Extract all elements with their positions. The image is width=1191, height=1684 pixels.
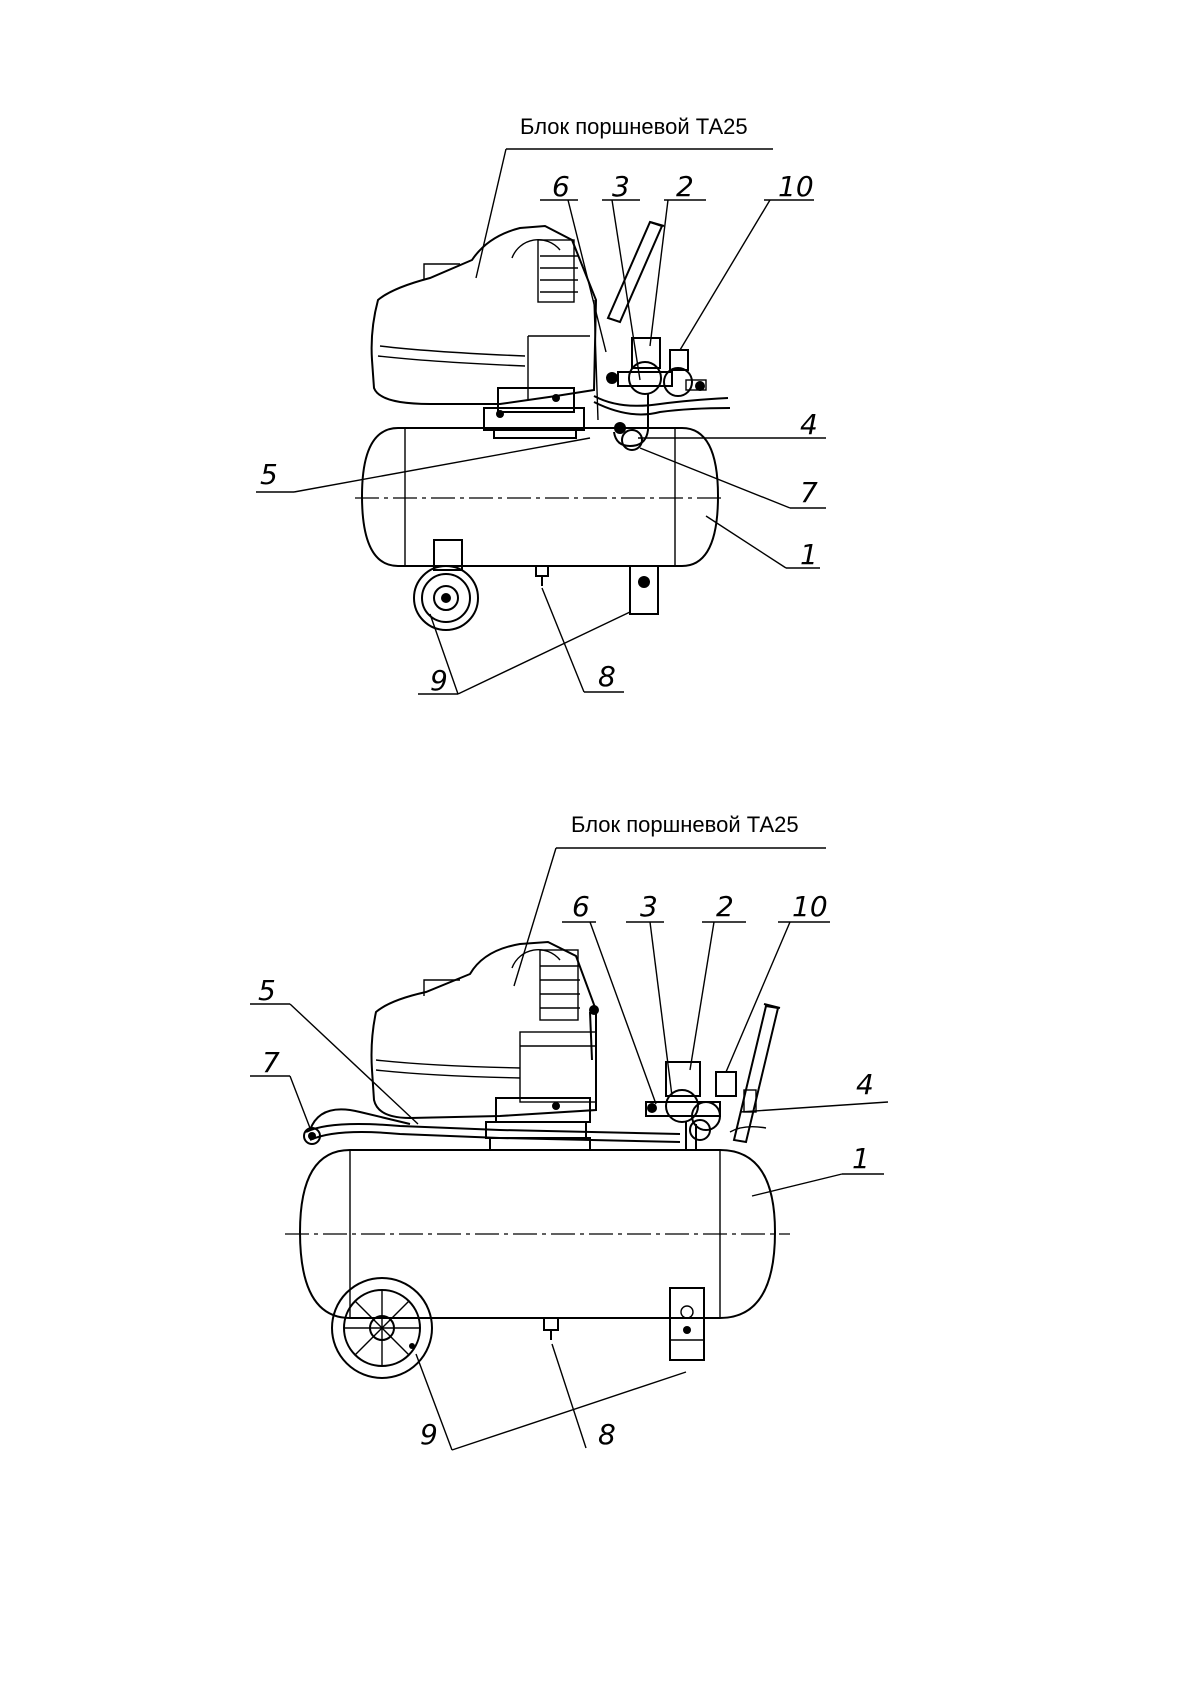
bottom-callout-9: 9	[420, 1418, 438, 1451]
top-callouts: 6 3 2 10 4 5 7 1 9	[256, 170, 826, 697]
bottom-drain-valve	[543, 1317, 559, 1340]
bottom-callout-4: 4	[856, 1068, 874, 1101]
bottom-pressure-switch	[645, 1061, 757, 1150]
top-piston-block	[370, 224, 599, 439]
bottom-callout-5: 5	[258, 974, 276, 1007]
top-wheel	[413, 539, 479, 631]
top-callout-7: 7	[800, 476, 818, 509]
bottom-callout-8: 8	[598, 1418, 616, 1451]
top-view: Блок поршневой ТА25	[256, 114, 826, 697]
bottom-callout-3: 3	[640, 890, 658, 923]
bottom-callout-10: 10	[792, 890, 828, 923]
bottom-pipes	[303, 1108, 681, 1145]
bottom-title-leader	[513, 847, 557, 987]
bottom-callouts: 6 3 2 10 4 1 5 7 9	[250, 890, 889, 1451]
top-pressure-switch	[593, 337, 731, 451]
bottom-receiver-tank	[285, 1149, 790, 1319]
bottom-callout-7: 7	[262, 1046, 280, 1079]
top-callout-2: 2	[676, 170, 694, 203]
top-callout-6: 6	[552, 170, 570, 203]
bottom-callout-2: 2	[716, 890, 734, 923]
top-callout-4: 4	[800, 408, 818, 441]
bottom-view: Блок поршневой ТА25	[250, 812, 889, 1451]
top-callout-3: 3	[612, 170, 630, 203]
top-drain-valve	[535, 565, 549, 586]
bottom-wheel	[331, 1277, 433, 1379]
bottom-handle	[729, 1003, 781, 1144]
bottom-callout-6: 6	[572, 890, 590, 923]
top-callout-5: 5	[260, 458, 278, 491]
top-callout-10: 10	[778, 170, 814, 203]
top-callout-1: 1	[800, 538, 818, 571]
top-title-leader	[475, 148, 507, 279]
top-handle	[606, 220, 665, 324]
bottom-piston-block	[370, 940, 599, 1151]
bottom-title: Блок поршневой ТА25	[571, 812, 799, 837]
top-rear-foot	[629, 565, 659, 615]
bottom-callout-1: 1	[852, 1142, 870, 1175]
top-receiver-tank	[355, 427, 725, 567]
bottom-rear-foot	[669, 1287, 705, 1361]
top-title: Блок поршневой ТА25	[520, 114, 748, 139]
top-callout-8: 8	[598, 660, 616, 693]
top-callout-9: 9	[430, 664, 448, 697]
